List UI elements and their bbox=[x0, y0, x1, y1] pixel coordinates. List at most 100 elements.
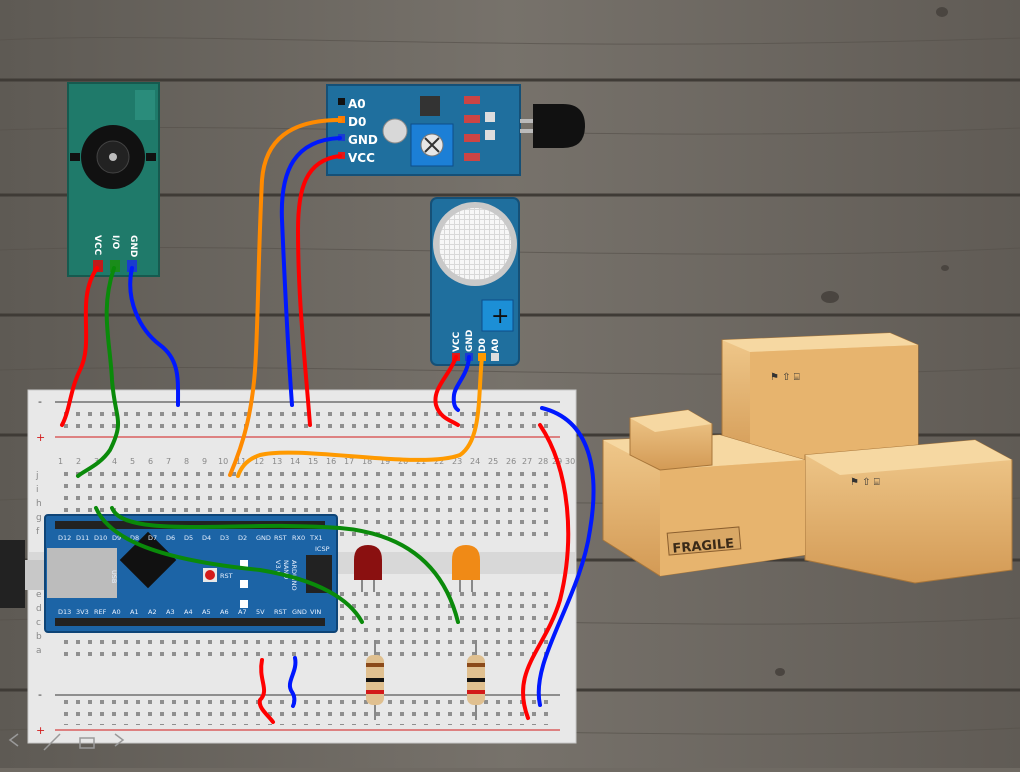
svg-text:18: 18 bbox=[362, 457, 372, 466]
red-led bbox=[354, 545, 382, 592]
svg-text:1: 1 bbox=[58, 457, 63, 466]
box-symbols-icon: ⚑ ⇧ ⌸ bbox=[770, 372, 800, 383]
fragile-label: FRAGILE bbox=[672, 536, 735, 556]
svg-text:11: 11 bbox=[236, 457, 246, 466]
svg-text:D13: D13 bbox=[58, 608, 71, 616]
svg-text:19: 19 bbox=[380, 457, 390, 466]
nav-glyphs bbox=[8, 733, 125, 751]
svg-text:A6: A6 bbox=[220, 608, 229, 616]
rail-top-plus: + bbox=[36, 431, 45, 444]
resistor-2 bbox=[467, 640, 485, 720]
svg-text:A0: A0 bbox=[112, 608, 121, 616]
row-letter-e: e bbox=[36, 590, 42, 600]
gas-pin-a0: A0 bbox=[491, 339, 501, 352]
svg-text:TX1: TX1 bbox=[309, 534, 323, 542]
svg-text:D9: D9 bbox=[112, 534, 121, 542]
svg-text:7: 7 bbox=[166, 457, 171, 466]
svg-text:RX0: RX0 bbox=[292, 534, 305, 542]
svg-text:VIN: VIN bbox=[310, 608, 321, 616]
flame-pin-gnd: GND bbox=[348, 133, 378, 147]
svg-text:15: 15 bbox=[308, 457, 318, 466]
plus-icon: + bbox=[491, 304, 509, 329]
arduino-nano: USB RST ARDUINO NANO V3.0 ICSP D12 D11 D… bbox=[44, 514, 338, 633]
flame-pin-vcc: VCC bbox=[348, 151, 375, 165]
back-icon bbox=[8, 733, 19, 747]
buzzer-pin-gnd: GND bbox=[128, 235, 138, 257]
wire-gas-d0 bbox=[236, 355, 484, 478]
forward-icon bbox=[114, 733, 125, 747]
wire-gas-gnd bbox=[451, 355, 471, 412]
wires bbox=[60, 118, 596, 724]
cardboard-boxes: ⚑ ⇧ ⌸ ⚑ ⇧ ⌸ FRAGILE bbox=[602, 332, 1013, 584]
svg-text:D3: D3 bbox=[220, 534, 229, 542]
svg-text:RST: RST bbox=[274, 608, 287, 616]
wire-small-red bbox=[257, 658, 275, 724]
svg-text:D2: D2 bbox=[238, 534, 247, 542]
svg-text:5V: 5V bbox=[256, 608, 265, 616]
box-symbols-icon-2: ⚑ ⇧ ⌸ bbox=[850, 477, 880, 488]
arduino-rst-label: RST bbox=[220, 572, 233, 580]
arduino-name: ARDUINO bbox=[290, 560, 298, 591]
svg-text:RST: RST bbox=[274, 534, 287, 542]
svg-text:A1: A1 bbox=[130, 608, 139, 616]
wire-buzzer-vcc bbox=[60, 266, 99, 427]
wire-buzzer-io bbox=[76, 266, 121, 478]
usb-connector bbox=[0, 540, 47, 608]
svg-text:24: 24 bbox=[470, 457, 480, 466]
gas-pin-vcc: VCC bbox=[452, 331, 462, 352]
wire-rail-red bbox=[521, 423, 571, 720]
row-letter-h: h bbox=[36, 499, 42, 509]
svg-text:A2: A2 bbox=[148, 608, 157, 616]
flame-pin-d0: D0 bbox=[348, 115, 366, 129]
svg-text:25: 25 bbox=[488, 457, 498, 466]
arduino-usb-label: USB bbox=[110, 570, 118, 583]
row-letter-j: j bbox=[35, 471, 39, 481]
svg-text:GND: GND bbox=[292, 608, 307, 616]
wire-flame-gnd bbox=[279, 136, 342, 407]
gas-pin-gnd: GND bbox=[465, 330, 475, 352]
pen-icon bbox=[43, 733, 61, 751]
gas-sensor-module: + VCC GND D0 A0 bbox=[430, 197, 520, 366]
svg-text:12: 12 bbox=[254, 457, 264, 466]
svg-text:16: 16 bbox=[326, 457, 336, 466]
reset-button-icon bbox=[205, 570, 215, 580]
svg-text:10: 10 bbox=[218, 457, 228, 466]
screen-icon bbox=[79, 737, 95, 749]
svg-text:28: 28 bbox=[538, 457, 548, 466]
wire-small-blue bbox=[287, 656, 298, 708]
svg-text:D11: D11 bbox=[76, 534, 89, 542]
row-letter-d: d bbox=[36, 604, 42, 614]
svg-text:5: 5 bbox=[130, 457, 135, 466]
svg-text:REF: REF bbox=[94, 608, 107, 616]
svg-text:27: 27 bbox=[522, 457, 532, 466]
row-letter-c: c bbox=[36, 618, 41, 628]
wire-green-led1 bbox=[94, 506, 364, 624]
svg-text:9: 9 bbox=[202, 457, 207, 466]
svg-text:30: 30 bbox=[565, 457, 575, 466]
svg-text:D5: D5 bbox=[184, 534, 193, 542]
svg-text:D10: D10 bbox=[94, 534, 107, 542]
row-letter-f: f bbox=[36, 527, 40, 537]
svg-text:13: 13 bbox=[272, 457, 282, 466]
svg-text:A4: A4 bbox=[184, 608, 193, 616]
flame-pin-a0: A0 bbox=[348, 97, 366, 111]
row-letter-b: b bbox=[36, 632, 42, 642]
svg-text:17: 17 bbox=[344, 457, 354, 466]
buzzer-pin-io: I/O bbox=[110, 235, 120, 250]
svg-text:23: 23 bbox=[452, 457, 462, 466]
row-letter-i: i bbox=[36, 485, 39, 495]
rail-top-minus: - bbox=[38, 395, 42, 408]
svg-text:D7: D7 bbox=[148, 534, 157, 542]
svg-text:D8: D8 bbox=[130, 534, 139, 542]
arduino-model: NANO bbox=[282, 560, 290, 579]
wire-flame-vcc bbox=[295, 154, 342, 427]
arduino-icsp: ICSP bbox=[315, 545, 330, 553]
wire-flame-d0 bbox=[228, 118, 342, 477]
svg-text:A7: A7 bbox=[238, 608, 247, 616]
wire-green-led2 bbox=[110, 506, 460, 624]
svg-text:14: 14 bbox=[290, 457, 300, 466]
svg-text:D12: D12 bbox=[58, 534, 71, 542]
buzzer-pin-vcc: VCC bbox=[92, 235, 102, 256]
